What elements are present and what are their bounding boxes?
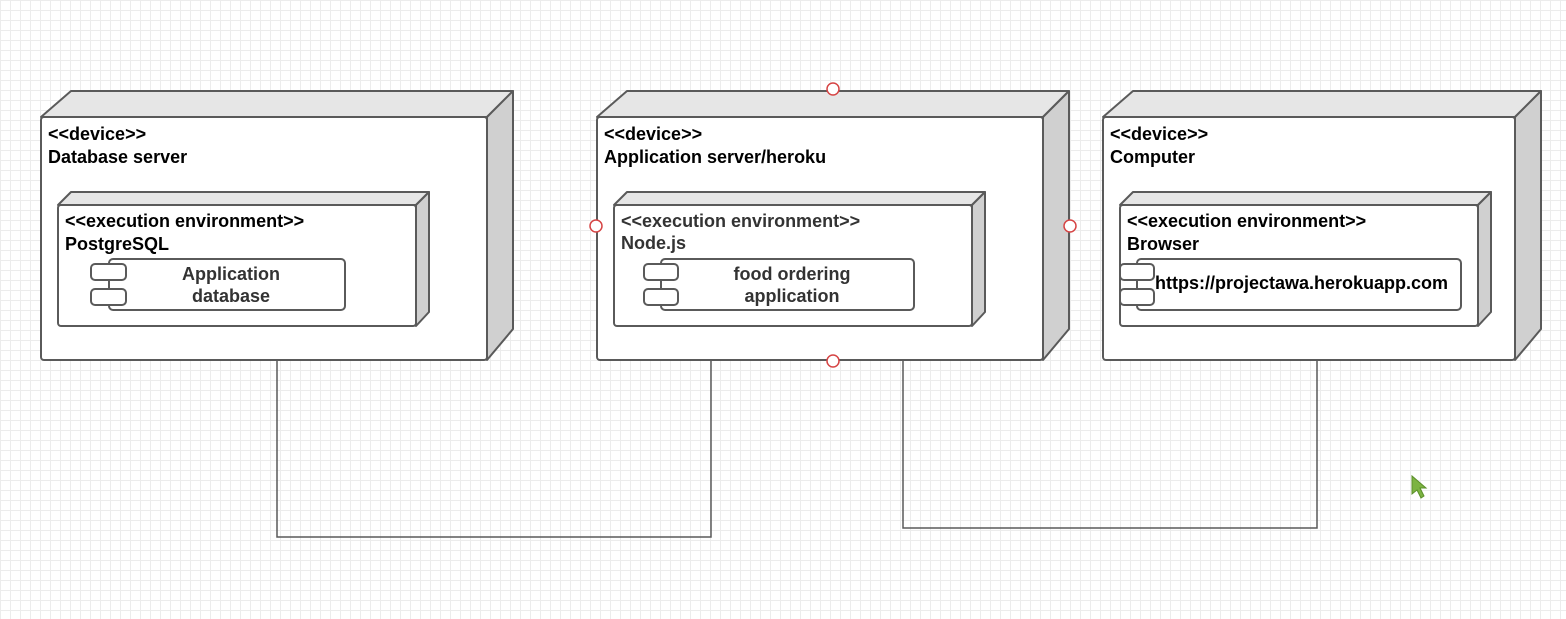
selection-handle-bottom[interactable] — [826, 354, 840, 368]
node-name: Computer — [1110, 147, 1195, 167]
node-computer[interactable]: <<device>> Computer <<execution environm… — [1102, 90, 1542, 361]
env-name: Browser — [1127, 234, 1199, 254]
component-icon — [643, 263, 679, 306]
component-icon — [90, 263, 127, 306]
selection-handle-top[interactable] — [826, 82, 840, 96]
node-application-server[interactable]: <<device>> Application server/heroku <<e… — [589, 82, 1077, 368]
env-stereotype: <<execution environment>> — [65, 211, 304, 231]
env-stereotype: <<execution environment>> — [621, 211, 860, 231]
selection-handle-right[interactable] — [1063, 219, 1077, 233]
env-stereotype: <<execution environment>> — [1127, 211, 1366, 231]
node-stereotype: <<device>> — [1110, 124, 1208, 144]
node-stereotype: <<device>> — [48, 124, 146, 144]
component-application-database[interactable]: Application database — [90, 258, 346, 311]
arrow-cursor-icon — [1411, 474, 1428, 499]
component-label-line2: application — [744, 286, 839, 306]
component-label-line1: food ordering — [734, 264, 851, 284]
connector-appserver-to-computer[interactable] — [902, 361, 1318, 529]
env-name: Node.js — [621, 233, 686, 253]
connector-database-to-appserver[interactable] — [276, 361, 712, 538]
execution-environment-nodejs[interactable]: <<execution environment>> Node.js food o… — [613, 191, 986, 327]
node-stereotype: <<device>> — [604, 124, 702, 144]
component-label-line1: https://projectawa.herokuapp.com — [1155, 273, 1448, 293]
component-food-ordering-application[interactable]: food ordering application — [643, 258, 915, 311]
node-database-server[interactable]: <<device>> Database server <<execution e… — [40, 90, 514, 361]
component-label-line1: Application — [182, 264, 280, 284]
node-name: Application server/heroku — [604, 147, 826, 167]
execution-environment-postgresql[interactable]: <<execution environment>> PostgreSQL App… — [57, 191, 430, 327]
component-label-line2: database — [192, 286, 270, 306]
node-name: Database server — [48, 147, 187, 167]
component-projectawa-url[interactable]: https://projectawa.herokuapp.com — [1119, 258, 1462, 311]
execution-environment-browser[interactable]: <<execution environment>> Browser https:… — [1119, 191, 1492, 327]
selection-handle-left[interactable] — [589, 219, 603, 233]
component-icon — [1119, 263, 1155, 306]
env-name: PostgreSQL — [65, 234, 169, 254]
selection-handles[interactable] — [589, 82, 1077, 368]
